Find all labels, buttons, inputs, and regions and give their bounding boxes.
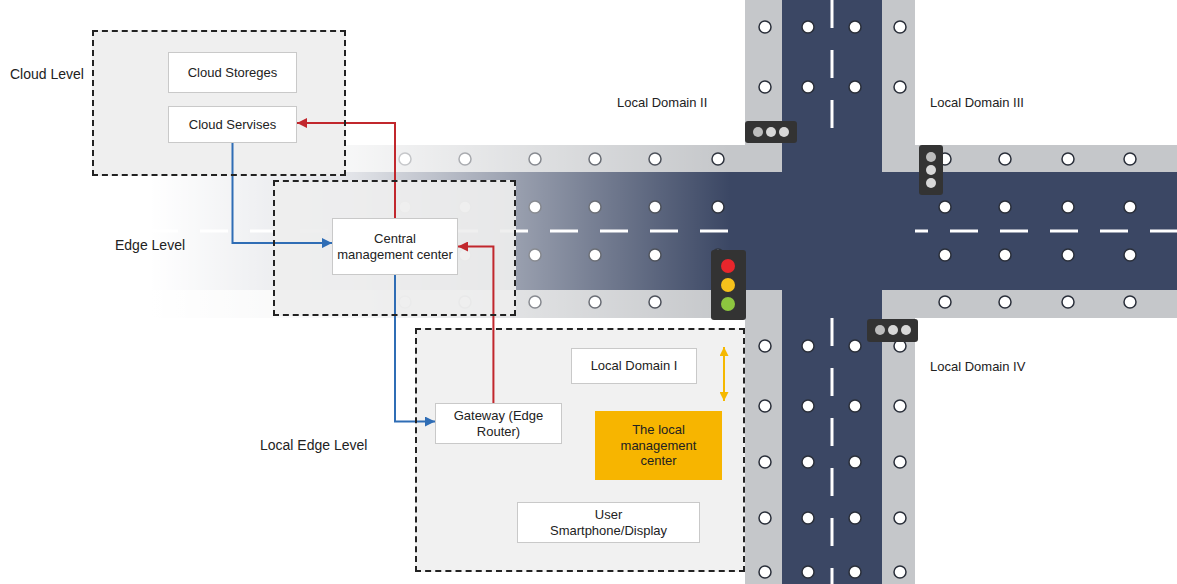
sensor-dot bbox=[802, 512, 814, 524]
crossing bbox=[782, 172, 882, 290]
sensor-dot bbox=[1124, 153, 1136, 165]
box-text: The local management center bbox=[609, 422, 709, 469]
component-box: User Smartphone/Display bbox=[517, 502, 700, 543]
sensor-dot bbox=[849, 340, 861, 352]
traffic-light bbox=[919, 145, 943, 195]
sensor-dot bbox=[849, 456, 861, 468]
sensor-dot bbox=[939, 249, 951, 261]
sensor-dot bbox=[759, 456, 771, 468]
sensor-dot bbox=[1124, 201, 1136, 213]
domain-label: Local Domain III bbox=[930, 95, 1024, 110]
level-group: Cloud StoregesCloud ServisesCloud Level bbox=[92, 30, 346, 176]
sensor-dot bbox=[894, 566, 906, 578]
sensor-dot bbox=[849, 400, 861, 412]
sensor-dot bbox=[759, 512, 771, 524]
traffic-light bbox=[745, 121, 797, 143]
lane-dash bbox=[831, 0, 834, 145]
vertical-road bbox=[745, 0, 915, 584]
roadway bbox=[782, 0, 882, 584]
sensor-dot bbox=[849, 512, 861, 524]
traffic-lights bbox=[711, 121, 943, 342]
sensor-dot bbox=[894, 400, 906, 412]
domain-label: Local Domain IV bbox=[930, 359, 1025, 374]
lane-dash bbox=[831, 318, 834, 584]
level-heading: Local Edge Level bbox=[260, 437, 367, 453]
sensor-dot bbox=[759, 21, 771, 33]
sensor-dot bbox=[999, 153, 1011, 165]
box-text: User Smartphone/Display bbox=[544, 507, 674, 538]
sensor-dot bbox=[894, 456, 906, 468]
sensor-dot bbox=[759, 340, 771, 352]
component-box: Local Domain I bbox=[571, 348, 697, 384]
sensor-dot bbox=[802, 400, 814, 412]
sensor-dot bbox=[802, 566, 814, 578]
component-box: Cloud Storeges bbox=[168, 52, 297, 93]
traffic-light bbox=[867, 319, 918, 342]
box-text: Cloud Servises bbox=[189, 117, 276, 133]
sensor-dot bbox=[894, 512, 906, 524]
sensor-dot bbox=[1062, 153, 1074, 165]
crossing bbox=[745, 172, 782, 290]
level-group: Central management centerEdge Level bbox=[273, 180, 516, 316]
sensor-dot bbox=[759, 400, 771, 412]
sensor-dot bbox=[894, 21, 906, 33]
box-text: Gateway (Edge Router) bbox=[453, 408, 545, 439]
sensor-dot bbox=[802, 21, 814, 33]
group-fill bbox=[92, 30, 346, 176]
sensor-dot bbox=[802, 81, 814, 93]
sidewalk bbox=[882, 0, 915, 584]
sensor-dot bbox=[1124, 296, 1136, 308]
data-flow-arrow bbox=[458, 247, 493, 404]
box-text: Central management center bbox=[337, 231, 453, 262]
box-text: Cloud Storeges bbox=[188, 65, 278, 81]
group-fill bbox=[415, 328, 745, 572]
sensor-dot bbox=[849, 566, 861, 578]
data-flow-arrow bbox=[297, 123, 395, 218]
traffic-light bbox=[711, 250, 746, 320]
sensor-dot bbox=[894, 81, 906, 93]
sensor-dots bbox=[759, 21, 906, 578]
component-box: Central management center bbox=[332, 218, 458, 275]
sensor-dot bbox=[939, 201, 951, 213]
sensor-dot bbox=[999, 249, 1011, 261]
sensor-dot bbox=[759, 566, 771, 578]
sensor-dot bbox=[939, 296, 951, 308]
component-box: Gateway (Edge Router) bbox=[435, 403, 562, 444]
level-heading: Edge Level bbox=[115, 237, 185, 253]
level-heading: Cloud Level bbox=[10, 66, 84, 82]
sensor-dot bbox=[802, 340, 814, 352]
crossing bbox=[882, 172, 915, 290]
level-group: Local Domain I Gateway (Edge Router) The l… bbox=[415, 328, 745, 572]
sidewalk bbox=[745, 0, 782, 584]
group-fills bbox=[92, 30, 745, 572]
domain-label: Local Domain II bbox=[617, 95, 707, 110]
sensor-dot bbox=[999, 296, 1011, 308]
sensor-dot bbox=[1062, 249, 1074, 261]
sensor-dot bbox=[1062, 201, 1074, 213]
sensor-dot bbox=[1124, 249, 1136, 261]
sensor-dot bbox=[999, 201, 1011, 213]
data-flow-arrow bbox=[233, 143, 333, 243]
exchange-arrow bbox=[723, 347, 725, 401]
sensor-dot bbox=[802, 456, 814, 468]
component-box: The local management center bbox=[595, 411, 722, 480]
sensor-dot bbox=[849, 21, 861, 33]
component-box: Cloud Servises bbox=[168, 106, 297, 143]
sensor-dot bbox=[759, 81, 771, 93]
sensor-dot bbox=[849, 81, 861, 93]
sensor-dot bbox=[1062, 296, 1074, 308]
box-text: Local Domain I bbox=[591, 358, 678, 374]
